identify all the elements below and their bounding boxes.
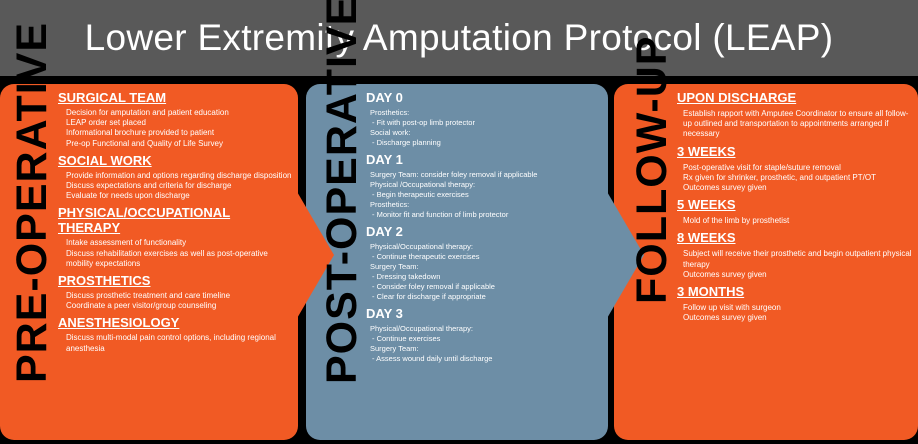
section-heading: 8 WEEKS [677, 230, 736, 246]
section-social-work: SOCIAL WORK Provide information and opti… [58, 153, 294, 202]
section-heading: PHYSICAL/OCCUPATIONAL THERAPY [58, 205, 231, 236]
section-day-2: DAY 2 Physical/Occupational therapy: - C… [366, 224, 602, 302]
arrow-pre-to-post [296, 190, 334, 320]
list-item: Decision for amputation and patient educ… [66, 108, 229, 117]
list-item: Physical /Occupational therapy: [370, 180, 476, 189]
list-item: Outcomes survey given [683, 183, 767, 193]
list-item: Provide information and options regardin… [66, 170, 292, 180]
title-bar: Lower Extremity Amputation Protocol (LEA… [0, 0, 918, 76]
list-item: Follow up visit with surgeon [683, 303, 781, 313]
list-item: - Fit with post-op limb protector [372, 118, 475, 127]
list-item: - Continue therapeutic exercises [372, 252, 480, 261]
list-item: Physical/Occupational therapy: [370, 324, 473, 333]
list-item: Discuss rehabilitation exercises as well… [66, 248, 268, 268]
list-item: Social work: [370, 128, 411, 137]
section-5-weeks: 5 WEEKS Mold of the limb by prosthetist [677, 197, 913, 226]
arrow-post-to-follow [606, 190, 644, 320]
list-item: Mold of the limb by prosthetist [683, 216, 790, 226]
list-item: - Continue exercises [372, 334, 441, 343]
section-heading: 5 WEEKS [677, 197, 736, 213]
list-item: Discuss prosthetic treatment and care ti… [66, 291, 231, 301]
section-heading: DAY 2 [366, 224, 403, 239]
follow-up-content: UPON DISCHARGE Establish rapport with Am… [677, 90, 913, 327]
list-item: Subject will receive their prosthetic an… [683, 249, 912, 269]
list-item: Coordinate a peer visitor/group counseli… [66, 301, 217, 311]
list-item: - Consider foley removal if applicable [372, 282, 495, 291]
section-day-0: DAY 0 Prosthetics: - Fit with post-op li… [366, 90, 602, 148]
section-8-weeks: 8 WEEKS Subject will receive their prost… [677, 230, 913, 280]
section-heading: DAY 1 [366, 152, 403, 167]
section-prosthetics: PROSTHETICS Discuss prosthetic treatment… [58, 273, 294, 311]
section-day-3: DAY 3 Physical/Occupational therapy: - C… [366, 306, 602, 364]
list-item: Establish rapport with Amputee Coordinat… [683, 109, 909, 139]
section-3-months: 3 MONTHS Follow up visit with surgeon Ou… [677, 284, 913, 323]
pre-operative-label: PRE-OPERATIVE [8, 21, 56, 383]
post-operative-label: POST-OPERATIVE [318, 0, 366, 384]
section-heading: PROSTHETICS [58, 273, 151, 289]
page-title: Lower Extremity Amputation Protocol (LEA… [84, 17, 834, 58]
section-heading: SOCIAL WORK [58, 152, 152, 168]
list-item: LEAP order set placed [66, 118, 146, 128]
section-heading: ANESTHESIOLOGY [58, 315, 180, 331]
list-item: Discuss expectations and criteria for di… [66, 181, 232, 191]
list-item: Informational brochure provided to patie… [66, 128, 215, 138]
section-physical-occupational-therapy: PHYSICAL/OCCUPATIONAL THERAPY Intake ass… [58, 205, 294, 269]
follow-up-label: FOLLOW-UP [628, 35, 676, 304]
list-item: Post-operative visit for staple/suture r… [683, 162, 841, 172]
section-day-1: DAY 1 Surgery Team: consider foley remov… [366, 152, 602, 220]
section-heading: 3 MONTHS [677, 284, 745, 300]
list-item: Evaluate for needs upon discharge [66, 191, 190, 201]
list-item: - Assess wound daily until discharge [372, 354, 493, 363]
section-heading: 3 WEEKS [677, 143, 736, 159]
follow-up-panel [614, 84, 918, 440]
section-3-weeks: 3 WEEKS Post-operative visit for staple/… [677, 144, 913, 194]
list-item: Surgery Team: [370, 344, 419, 353]
post-operative-content: DAY 0 Prosthetics: - Fit with post-op li… [366, 90, 602, 368]
list-item: Intake assessment of functionality [66, 238, 187, 248]
pre-operative-content: SURGICAL TEAM Decision for amputation an… [58, 90, 294, 358]
section-heading: DAY 3 [366, 306, 403, 321]
list-item: Discuss multi-modal pain control options… [66, 333, 276, 353]
list-item: Rx given for shrinker, prosthetic, and o… [683, 172, 876, 182]
section-heading: DAY 0 [366, 90, 403, 105]
list-item: Pre-op Functional and Quality of Life Su… [66, 138, 223, 148]
list-item: Outcomes survey given [683, 269, 767, 279]
list-item: - Monitor fit and function of limb prote… [372, 210, 509, 219]
list-item: Outcomes survey given [683, 313, 767, 323]
list-item: Surgery Team: consider foley removal if … [370, 170, 538, 179]
section-upon-discharge: UPON DISCHARGE Establish rapport with Am… [677, 90, 913, 140]
list-item: Prosthetics: [370, 200, 410, 209]
section-surgical-team: SURGICAL TEAM Decision for amputation an… [58, 90, 294, 149]
post-operative-panel [306, 84, 608, 440]
section-anesthesiology: ANESTHESIOLOGY Discuss multi-modal pain … [58, 315, 294, 353]
section-heading: UPON DISCHARGE [677, 90, 797, 105]
list-item: - Discharge planning [372, 138, 441, 147]
section-heading: SURGICAL TEAM [58, 90, 167, 105]
list-item: - Clear for discharge if appropriate [372, 292, 486, 301]
list-item: Surgery Team: [370, 262, 419, 271]
pre-operative-panel [0, 84, 298, 440]
list-item: - Dressing takedown [372, 272, 441, 281]
list-item: - Begin therapeutic exercises [372, 190, 469, 199]
list-item: Prosthetics: [370, 108, 410, 117]
list-item: Physical/Occupational therapy: [370, 242, 473, 251]
